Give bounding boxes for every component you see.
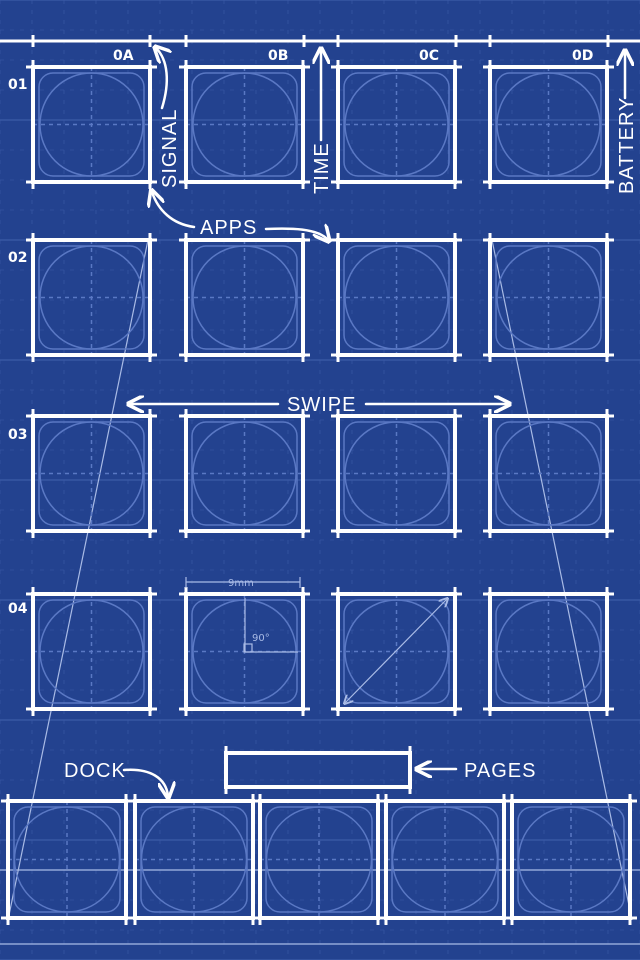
- app-slot-03-0c: [331, 409, 462, 538]
- app-slot-04-0d: [483, 587, 614, 716]
- dock-slot-5: [505, 794, 637, 925]
- row-label-02: 02: [8, 250, 27, 266]
- dock-slot-1: [1, 794, 133, 925]
- app-slot-01-0d: [483, 60, 614, 189]
- app-slot-04-0a: [26, 587, 157, 716]
- dock-label: DOCK: [64, 760, 126, 782]
- swipe-label: SWIPE: [287, 394, 356, 416]
- apps-annotation: APPS: [152, 192, 328, 240]
- row-label-03: 03: [8, 427, 27, 443]
- status-bar-outline: [0, 35, 640, 47]
- dock-annotation: DOCK: [64, 760, 168, 796]
- app-slot-02-0a: [26, 233, 157, 362]
- width-dimension-label: 9mm: [228, 578, 254, 589]
- row-label-04: 04: [8, 601, 28, 617]
- column-label-0c: 0C: [419, 48, 439, 64]
- page-indicator: [224, 746, 412, 794]
- app-slot-03-0a: [26, 409, 157, 538]
- dock-icon-row: [1, 794, 637, 925]
- dimension-markings: 9mm 90°: [185, 577, 447, 703]
- time-annotation: TIME: [311, 50, 333, 194]
- apps-label: APPS: [200, 217, 257, 239]
- dock-slot-4: [379, 794, 511, 925]
- app-slot-02-0d: [483, 233, 614, 362]
- angle-dimension-label: 90°: [252, 633, 270, 644]
- signal-label: SIGNAL: [159, 109, 181, 188]
- time-label: TIME: [311, 142, 333, 194]
- dock-slot-2: [128, 794, 260, 925]
- dock-slot-3: [253, 794, 385, 925]
- battery-label: BATTERY: [616, 97, 638, 194]
- app-slot-03-0b: [179, 409, 310, 538]
- row-label-01: 01: [8, 77, 27, 93]
- app-slot-02-0c: [331, 233, 462, 362]
- signal-annotation: SIGNAL: [156, 48, 181, 188]
- app-slot-02-0b: [179, 233, 310, 362]
- pages-annotation: PAGES: [418, 760, 536, 782]
- app-slot-03-0d: [483, 409, 614, 538]
- pages-label: PAGES: [464, 760, 536, 782]
- column-label-0b: 0B: [268, 48, 288, 64]
- app-slot-01-0c: [331, 60, 462, 189]
- app-slot-01-0b: [179, 60, 310, 189]
- battery-annotation: BATTERY: [616, 52, 638, 194]
- dock-outline: [0, 869, 640, 945]
- column-label-0d: 0D: [572, 48, 593, 64]
- app-slot-01-0a: [26, 60, 157, 189]
- column-label-0a: 0A: [113, 48, 134, 64]
- swipe-annotation: SWIPE: [130, 394, 508, 416]
